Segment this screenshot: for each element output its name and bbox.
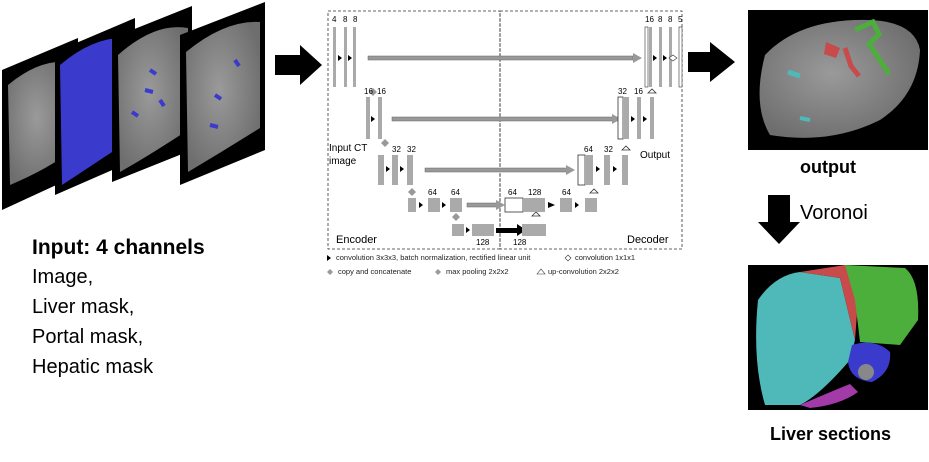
legend-conv1: convolution 1x1x1 <box>575 253 636 262</box>
decoder-level-1 <box>644 26 683 88</box>
ch-dec4-c: 64 <box>562 188 571 197</box>
ch-enc3-a: 32 <box>392 145 401 154</box>
ch-enc4-a: 64 <box>428 188 437 197</box>
ch-enc2-b: 16 <box>377 87 386 96</box>
input-item-hepatic-mask: Hepatic mask <box>32 356 154 378</box>
liver-sections-image <box>748 265 928 410</box>
ch-enc4-b: 64 <box>451 188 460 197</box>
encoder-level-1 <box>333 27 356 87</box>
ch-dec1-b: 8 <box>658 15 663 24</box>
legend-conv: convolution 3x3x3, batch normalization, … <box>336 253 531 262</box>
arrow-network-to-output <box>688 42 735 82</box>
legend-upconv: up-convolution 2x2x2 <box>548 267 619 276</box>
decoder-level-2 <box>617 88 657 140</box>
voronoi-label: Voronoi <box>800 202 868 224</box>
bottleneck <box>452 213 546 236</box>
arrow-input-to-network <box>275 45 322 85</box>
input-title: Input: 4 channels <box>32 236 205 259</box>
ch-bottom-up: 128 <box>513 238 527 247</box>
output-image <box>748 10 928 150</box>
network-input-label-1: Input CT <box>329 143 368 154</box>
input-item-image: Image, <box>32 266 94 288</box>
ch-dec2-a: 32 <box>618 87 627 96</box>
decoder-level-4 <box>504 188 599 217</box>
input-slice-portal-mask <box>112 6 192 182</box>
ch-dec4-b: 128 <box>528 188 542 197</box>
input-item-portal-mask: Portal mask, <box>32 326 144 348</box>
legend-pool: max pooling 2x2x2 <box>446 267 509 276</box>
network-input-label-2: image <box>329 156 357 167</box>
ch-dec1-a: 16 <box>645 15 654 24</box>
encoder-level-3 <box>378 139 575 185</box>
output-label: output <box>800 157 856 177</box>
network-output-label: Output <box>640 150 671 161</box>
encoder-level-4 <box>408 188 505 212</box>
encoder-level-2 <box>366 88 623 139</box>
encoder-label: Encoder <box>336 234 377 246</box>
ch-enc1-c: 8 <box>353 15 358 24</box>
liver-sections-label: Liver sections <box>770 424 892 444</box>
skip-connection-1 <box>367 53 642 63</box>
ch-enc2-a: 16 <box>364 87 373 96</box>
legend-glyphs <box>327 254 572 275</box>
ch-dec1-c: 8 <box>668 15 673 24</box>
ch-enc1-b: 8 <box>343 15 348 24</box>
ch-dec4-a: 64 <box>508 188 517 197</box>
ch-dec2-b: 16 <box>634 87 643 96</box>
decoder-level-3 <box>577 145 631 186</box>
ch-enc1-a: 4 <box>332 15 337 24</box>
ch-dec3-a: 64 <box>584 145 593 154</box>
legend-concat: copy and concatenate <box>338 267 412 276</box>
decoder-box <box>499 10 683 250</box>
ch-dec1-d: 5 <box>678 15 683 24</box>
arrow-output-to-sections <box>758 195 800 244</box>
decoder-label: Decoder <box>627 234 669 246</box>
input-slice-hepatic-mask <box>180 2 265 185</box>
input-item-liver-mask: Liver mask, <box>32 296 135 318</box>
ch-dec3-b: 32 <box>604 145 613 154</box>
ch-enc3-b: 32 <box>407 145 416 154</box>
ch-bottom: 128 <box>476 238 490 247</box>
